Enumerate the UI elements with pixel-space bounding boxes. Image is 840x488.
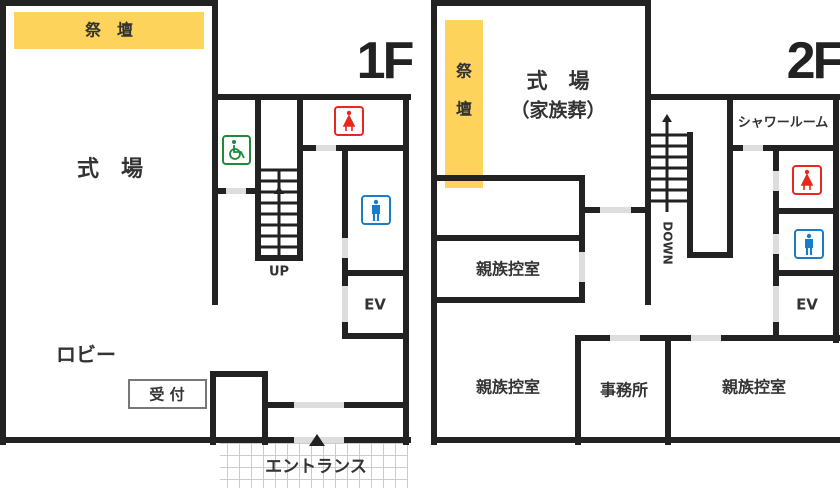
altar-2f	[445, 20, 483, 188]
floor-1: 祭 壇 1F 式 場 ロビー 受 付 UP EV エントランス	[0, 0, 416, 488]
hall-label-2f: 式 場	[527, 69, 590, 93]
entrance-area	[220, 442, 408, 488]
staircase-2f	[649, 114, 689, 212]
stairs-down-label: DOWN	[661, 221, 675, 264]
reception-desk	[128, 379, 207, 409]
walls-1f	[0, 0, 411, 445]
floor-label-1f: 1F	[357, 32, 413, 90]
male-restroom-icon	[794, 229, 824, 259]
hall-sublabel-2f: （家族葬）	[510, 99, 605, 122]
altar-1f	[14, 12, 204, 49]
elevator-label-2f: EV	[796, 296, 818, 314]
female-restroom-icon	[334, 106, 364, 136]
family-room-label: 親族控室	[722, 378, 786, 397]
entrance-label: エントランス	[265, 457, 367, 477]
wheelchair-icon	[222, 135, 251, 165]
shower-room-label: シャワールーム	[738, 116, 829, 131]
entrance-arrow-icon	[309, 434, 325, 446]
family-room-label: 親族控室	[476, 260, 540, 279]
stairs-up-label: UP	[269, 265, 289, 280]
male-restroom-icon	[361, 195, 391, 225]
hall-label-1f: 式 場	[77, 157, 143, 182]
family-room-label: 親族控室	[476, 378, 540, 397]
lobby-label: ロビー	[56, 343, 116, 367]
altar-label-2: 壇	[456, 100, 472, 119]
floor-label-2f: 2F	[787, 32, 840, 90]
elevator-label-1f: EV	[364, 296, 386, 314]
altar-label: 祭 壇	[84, 21, 133, 40]
reception-label: 受 付	[149, 386, 184, 404]
staircase-1f	[259, 168, 299, 258]
altar-label-1: 祭	[455, 62, 473, 81]
walls-2f	[431, 0, 840, 445]
floor-2: 祭 壇 2F 式 場 （家族葬） シャワールーム DOWN EV 親	[431, 0, 840, 445]
office-label: 事務所	[600, 381, 648, 400]
female-restroom-icon	[792, 165, 822, 195]
